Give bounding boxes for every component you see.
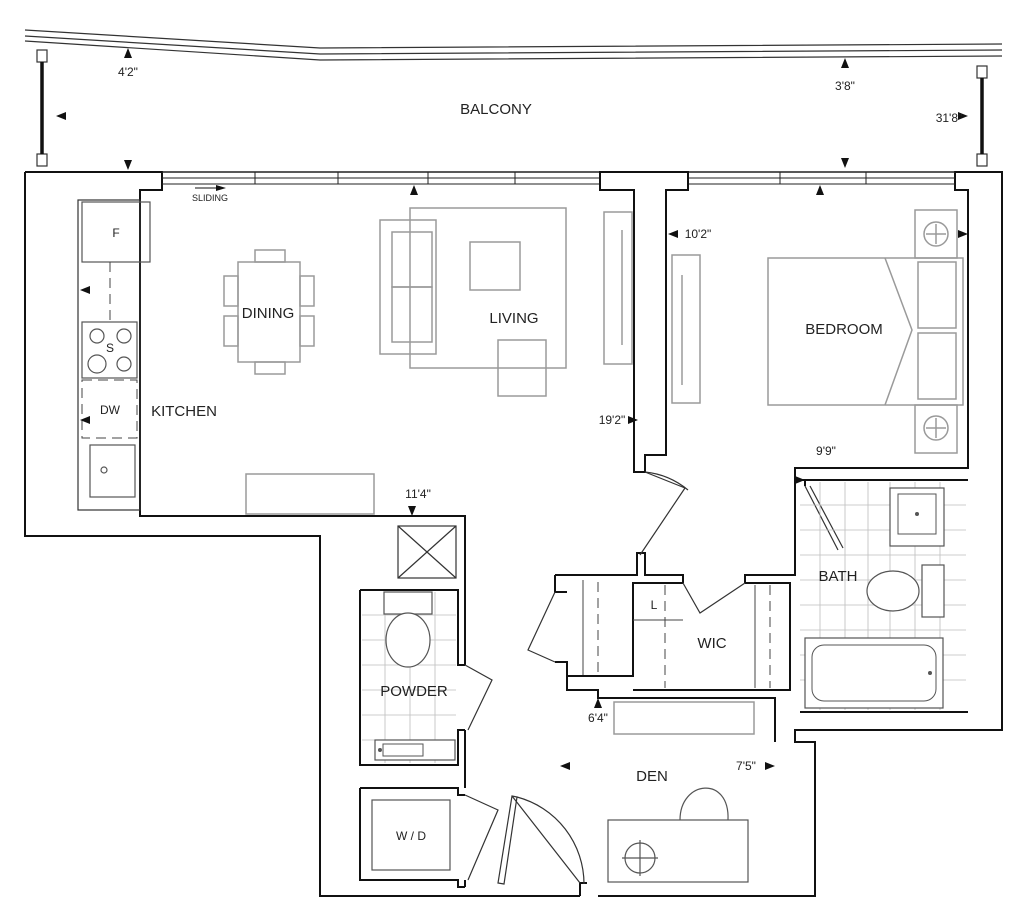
washer-dryer (371, 799, 451, 871)
doors (464, 471, 844, 885)
powder-sink (374, 739, 456, 761)
room-label-wic: WIC (697, 635, 726, 652)
dining-area (223, 249, 315, 375)
room-label-bath: BATH (819, 568, 858, 585)
linen-label: L (651, 598, 658, 612)
dim-bath-width: 9'9" (816, 444, 836, 458)
dim-balcony-right-depth: 3'8" (835, 79, 855, 93)
dim-living-length: 19'2" (599, 413, 626, 427)
kitchen-island (245, 473, 375, 515)
laundry-area: W / D (371, 525, 457, 871)
living-area (379, 207, 701, 404)
room-label-balcony: BALCONY (460, 101, 532, 118)
dim-balcony-left-depth: 4'2" (118, 65, 138, 79)
dim-den-depth: 6'4" (588, 711, 608, 725)
bath-area (800, 482, 966, 710)
sofa (379, 219, 437, 355)
room-label-bedroom: BEDROOM (805, 321, 883, 338)
den-area (607, 701, 755, 883)
kitchen-sink (89, 444, 136, 498)
room-label-powder: POWDER (380, 683, 448, 700)
armchair (497, 339, 547, 397)
dim-balcony-width: 31'8" (936, 111, 963, 125)
dim-den-width: 7'5" (736, 759, 756, 773)
den-shelf (613, 701, 755, 735)
mechanical-chase (397, 525, 457, 579)
dim-kitchen-depth: 11'4" (405, 487, 431, 501)
den-desk (607, 819, 749, 883)
media-unit (603, 211, 633, 365)
fridge-label: F (112, 226, 119, 240)
fridge (81, 201, 151, 263)
rug (409, 207, 567, 369)
powder-toilet (385, 612, 431, 668)
dimension-arrows (56, 48, 968, 770)
bathtub (804, 637, 944, 709)
bath-vanity (889, 487, 945, 547)
washer-dryer-label: W / D (396, 829, 426, 843)
sliding-label: SLIDING (192, 193, 228, 203)
nightstand-top (914, 209, 958, 259)
room-label-living: LIVING (489, 310, 538, 327)
bedroom-dresser (671, 254, 701, 404)
kitchen-area: F S DW (77, 199, 375, 515)
room-label-dining: DINING (242, 305, 295, 322)
closet-area (582, 580, 771, 688)
dim-bedroom-width: 10'2" (685, 227, 712, 241)
stove-label: S (106, 341, 114, 355)
coffee-table (469, 241, 521, 291)
stove (81, 321, 138, 379)
powder-area (362, 591, 456, 763)
bed (767, 257, 964, 406)
interior-walls (359, 171, 968, 896)
balcony-area (24, 29, 1003, 167)
nightstand-bottom (914, 404, 958, 454)
room-label-kitchen: KITCHEN (151, 403, 217, 420)
dishwasher (81, 379, 138, 439)
exterior-walls (24, 171, 1003, 897)
room-label-den: DEN (636, 768, 668, 785)
bedroom-area (767, 209, 964, 454)
dishwasher-label: DW (100, 403, 121, 417)
bath-toilet (866, 570, 920, 612)
